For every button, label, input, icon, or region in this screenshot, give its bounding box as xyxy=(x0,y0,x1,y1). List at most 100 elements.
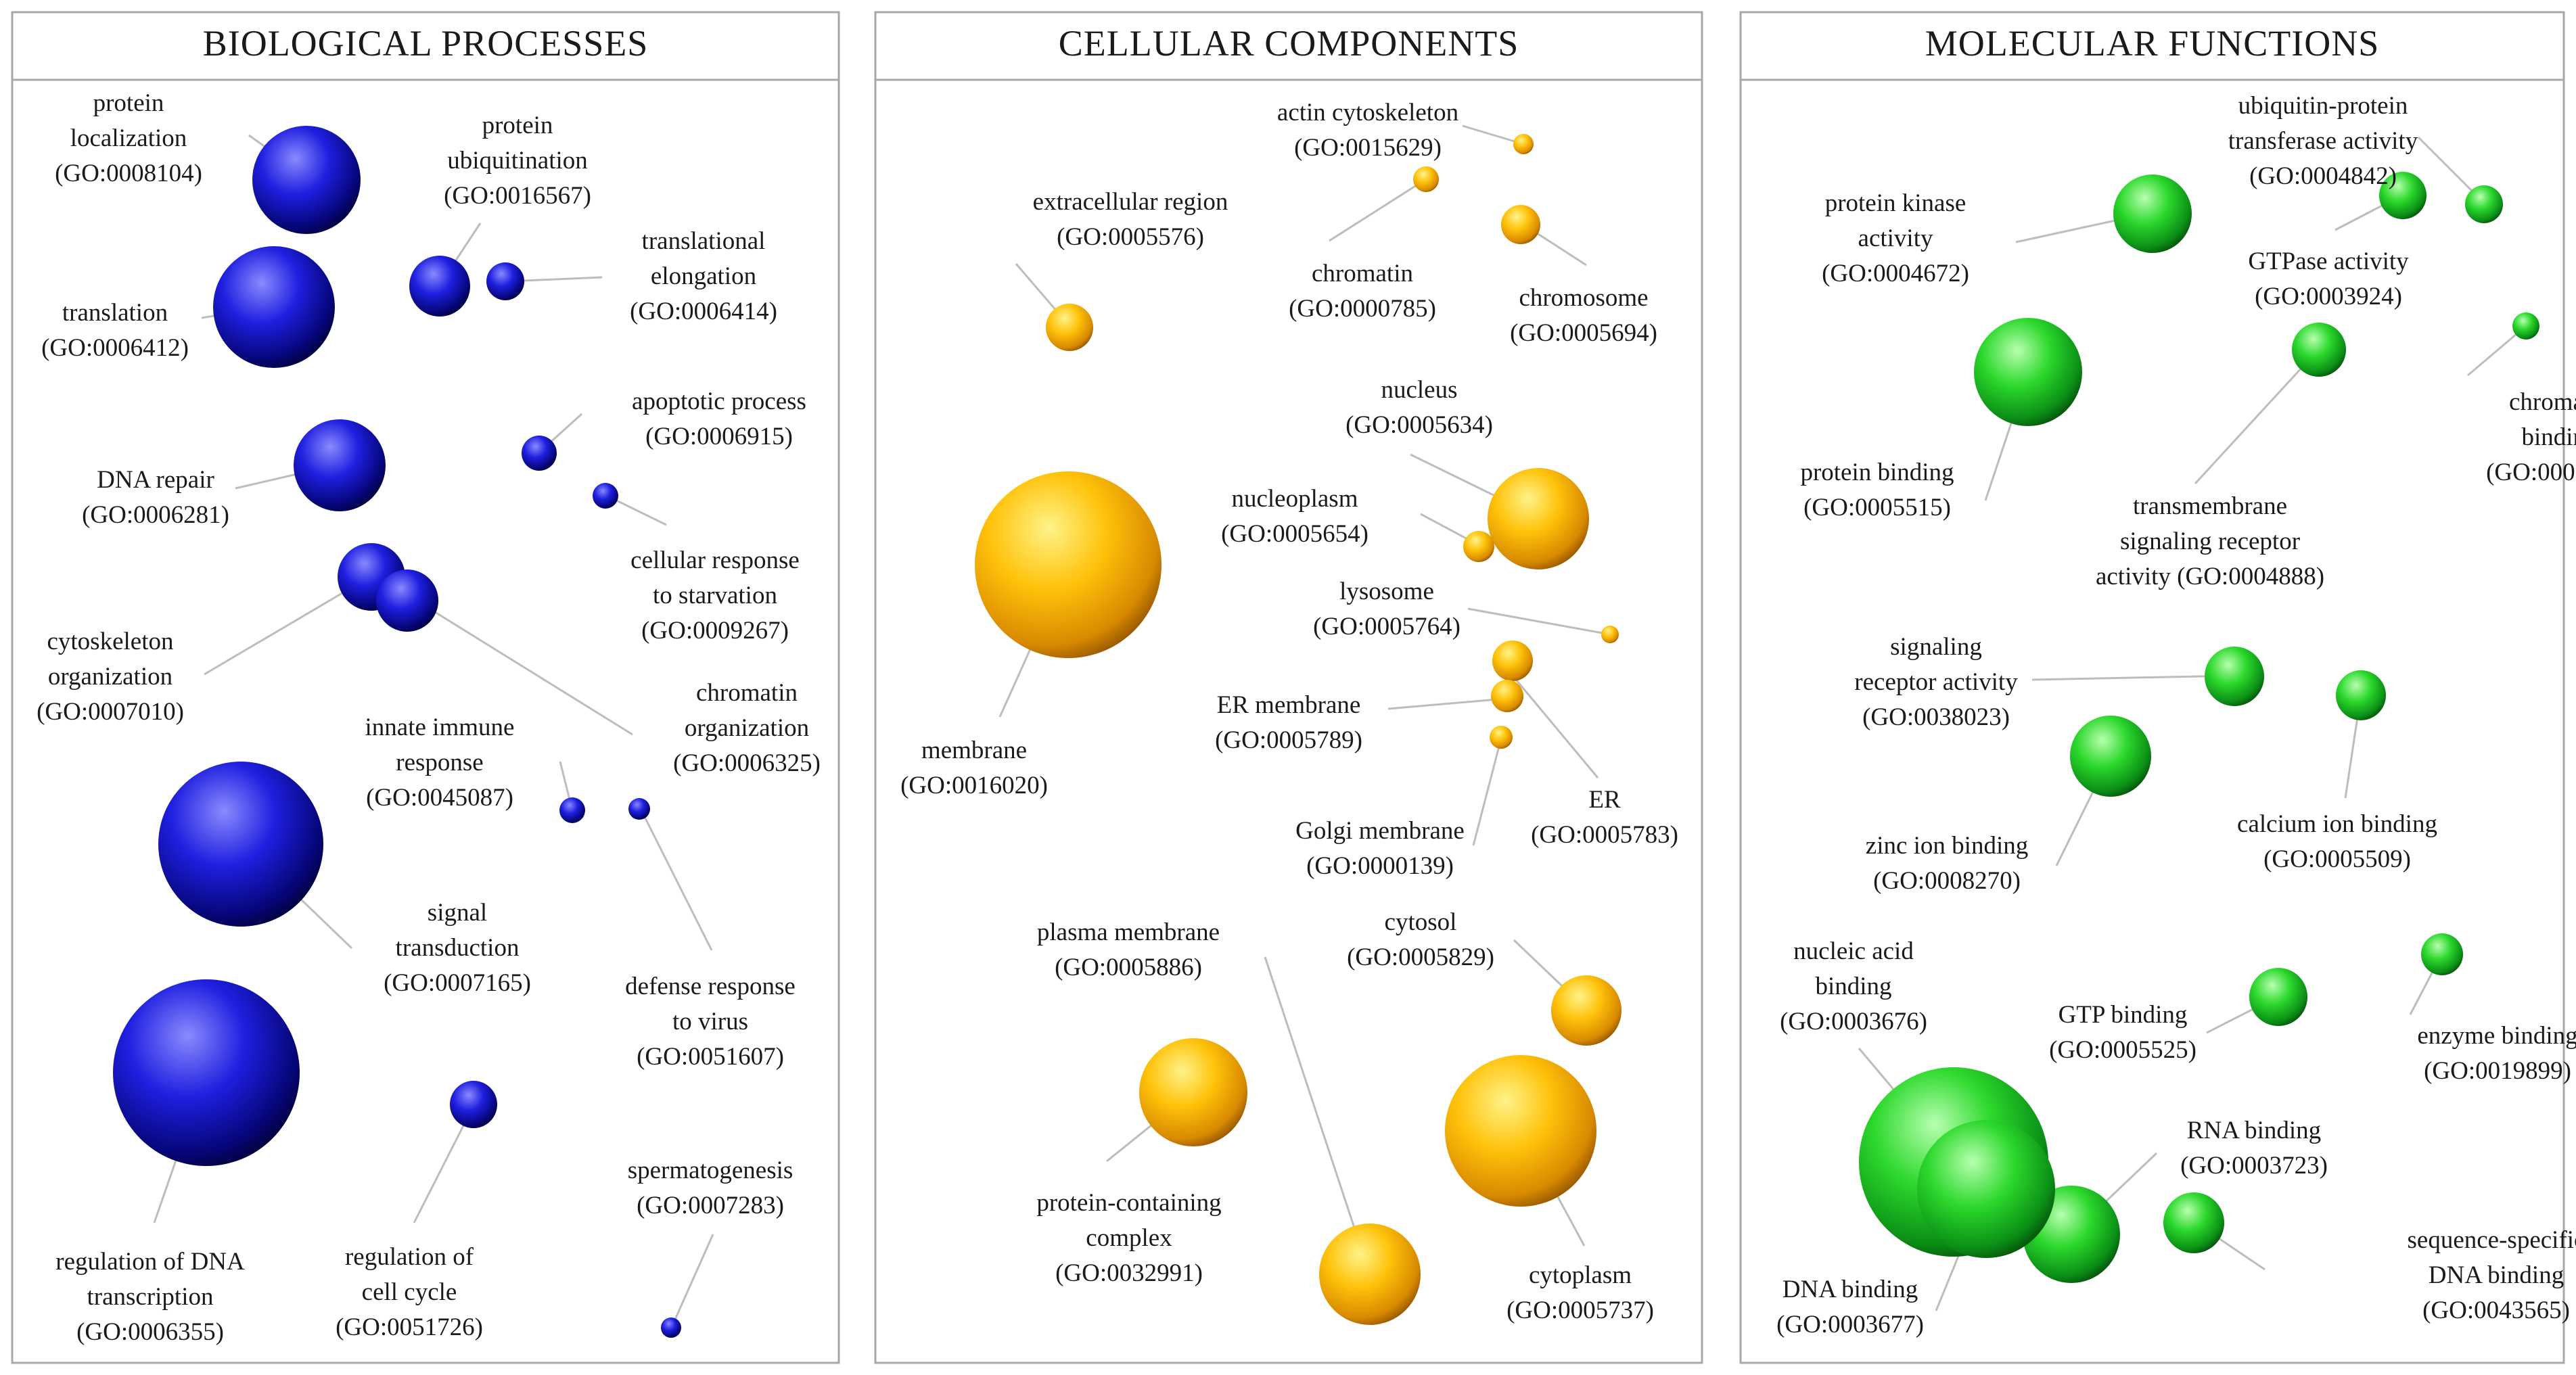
chromatin-organization-bubble xyxy=(376,569,438,632)
term-label-line: (GO:0005737) xyxy=(1506,1297,1654,1324)
term-label-line: (GO:0009267) xyxy=(641,617,789,645)
term-label-line: ER membrane xyxy=(1217,691,1361,719)
cytoplasm-label: cytoplasm(GO:0005737) xyxy=(1506,1261,1654,1324)
term-label-line: chromatin xyxy=(2509,388,2576,416)
term-label-line: membrane xyxy=(921,737,1027,764)
term-label-line: sequence-specific xyxy=(2408,1226,2576,1254)
zinc-ion-binding-bubble xyxy=(2070,716,2151,797)
term-label-line: (GO:0004842) xyxy=(2249,162,2397,190)
transmembrane-signaling-receptor-activity-bubble xyxy=(2292,323,2346,377)
term-label-line: (GO:0007165) xyxy=(384,969,531,997)
term-label-line: cytoskeleton xyxy=(47,628,173,655)
term-label-line: nucleus xyxy=(1381,376,1457,404)
plasma-membrane-leader-line xyxy=(1264,956,1371,1274)
term-label-line: ER xyxy=(1588,786,1621,814)
term-label-line: (GO:0000139) xyxy=(1306,852,1454,880)
term-label-line: (GO:0005694) xyxy=(1510,319,1657,347)
term-label-line: calcium ion binding xyxy=(2237,810,2437,838)
term-label-line: receptor activity xyxy=(1854,668,2018,696)
term-label-line: (GO:0019899) xyxy=(2424,1057,2571,1085)
term-bubbles xyxy=(113,126,681,1338)
term-label-line: protein-containing xyxy=(1036,1189,1221,1217)
term-label-line: (GO:0051607) xyxy=(637,1043,784,1071)
cytoplasm-bubble xyxy=(1445,1055,1596,1207)
regulation-of-dna-transcription-bubble xyxy=(113,979,300,1166)
term-label-line: (GO:0005789) xyxy=(1215,726,1362,754)
term-label-line: (GO:0005525) xyxy=(2049,1036,2196,1064)
term-label-line: protein binding xyxy=(1800,459,1954,486)
term-label-line: plasma membrane xyxy=(1037,918,1220,946)
golgi-membrane-leader-line xyxy=(1472,738,1502,846)
golgi-membrane-label: Golgi membrane (GO:0000139) xyxy=(1295,817,1465,880)
term-label-line: DNA repair xyxy=(97,466,214,494)
term-label-line: transferase activity xyxy=(2228,127,2418,155)
gtp-binding-label: GTP binding(GO:0005525) xyxy=(2049,1001,2196,1064)
cellular-response-to-starvation-bubble xyxy=(593,483,618,509)
actin-cytoskeleton-bubble xyxy=(1513,134,1534,154)
term-bubbles xyxy=(975,134,1622,1325)
term-label-line: DNA binding xyxy=(2429,1261,2564,1289)
term-label-line: (GO:0003924) xyxy=(2255,283,2402,310)
protein-ubiquitination-bubble xyxy=(409,256,470,317)
term-label-line: zinc ion binding xyxy=(1866,832,2028,860)
term-label-line: organization xyxy=(48,663,172,691)
term-label-line: (GO:0003682) xyxy=(2486,459,2576,486)
term-label-line: signaling xyxy=(1890,633,1982,661)
term-label-line: (GO:0038023) xyxy=(1862,703,2010,731)
term-label-line: (GO:0016020) xyxy=(900,772,1048,799)
term-label-line: complex xyxy=(1086,1224,1172,1252)
translation-bubble xyxy=(213,246,335,368)
term-label-line: elongation xyxy=(651,262,756,290)
spermatogenesis-label: spermatogenesis(GO:0007283) xyxy=(628,1157,794,1219)
calcium-ion-binding-label: calcium ion binding(GO:0005509) xyxy=(2237,810,2437,873)
term-label-line: transcription xyxy=(87,1283,213,1311)
term-label-line: cellular response xyxy=(630,546,800,574)
chromatin-organization-leader-line xyxy=(409,595,633,736)
term-label-line: protein xyxy=(482,112,553,139)
panel-title: CELLULAR COMPONENTS xyxy=(1059,23,1519,64)
term-label-line: protein kinase xyxy=(1825,189,1967,217)
extracellular-region-label: extracellular region(GO:0005576) xyxy=(1033,188,1228,251)
nucleoplasm-bubble xyxy=(1463,531,1494,562)
actin-cytoskeleton-leader-line xyxy=(1462,124,1524,145)
apoptotic-process-label: apoptotic process(GO:0006915) xyxy=(632,388,806,450)
membrane-bubble xyxy=(975,471,1162,658)
term-label-line: nucleoplasm xyxy=(1231,485,1358,513)
term-label-line: (GO:0005634) xyxy=(1346,411,1493,439)
er-membrane-label: ER membrane (GO:0005789) xyxy=(1215,691,1362,754)
term-label-line: (GO:0045087) xyxy=(366,784,513,812)
term-label-line: RNA binding xyxy=(2187,1117,2321,1144)
term-label-line: (GO:0005576) xyxy=(1057,223,1204,251)
chromatin-binding-bubble xyxy=(2512,312,2539,340)
term-label-line: (GO:0003677) xyxy=(1776,1311,1924,1338)
term-label-line: Golgi membrane xyxy=(1295,817,1465,845)
term-label-line: organization xyxy=(685,714,809,742)
gtpase-activity-bubble xyxy=(2379,172,2426,219)
term-label-line: activity xyxy=(1858,225,1933,252)
term-label-line: (GO:0005654) xyxy=(1221,520,1368,548)
enzyme-binding-bubble xyxy=(2421,933,2463,975)
cytosol-label: cytosol(GO:0005829) xyxy=(1347,908,1494,971)
protein-localization-bubble xyxy=(252,126,361,234)
transmembrane-signaling-receptor-activity-leader-line xyxy=(2194,348,2320,485)
term-label-line: to virus xyxy=(672,1008,748,1035)
term-label-line: spermatogenesis xyxy=(628,1157,794,1184)
panel-title: MOLECULAR FUNCTIONS xyxy=(1925,23,2380,64)
term-label-line: to starvation xyxy=(653,582,777,609)
innate-immune-response-bubble xyxy=(559,797,585,823)
chromosome-label: chromosome(GO:0005694) xyxy=(1510,284,1657,347)
zinc-ion-binding-label: zinc ion binding(GO:0008270) xyxy=(1866,832,2028,895)
cytosol-bubble xyxy=(1551,975,1622,1046)
